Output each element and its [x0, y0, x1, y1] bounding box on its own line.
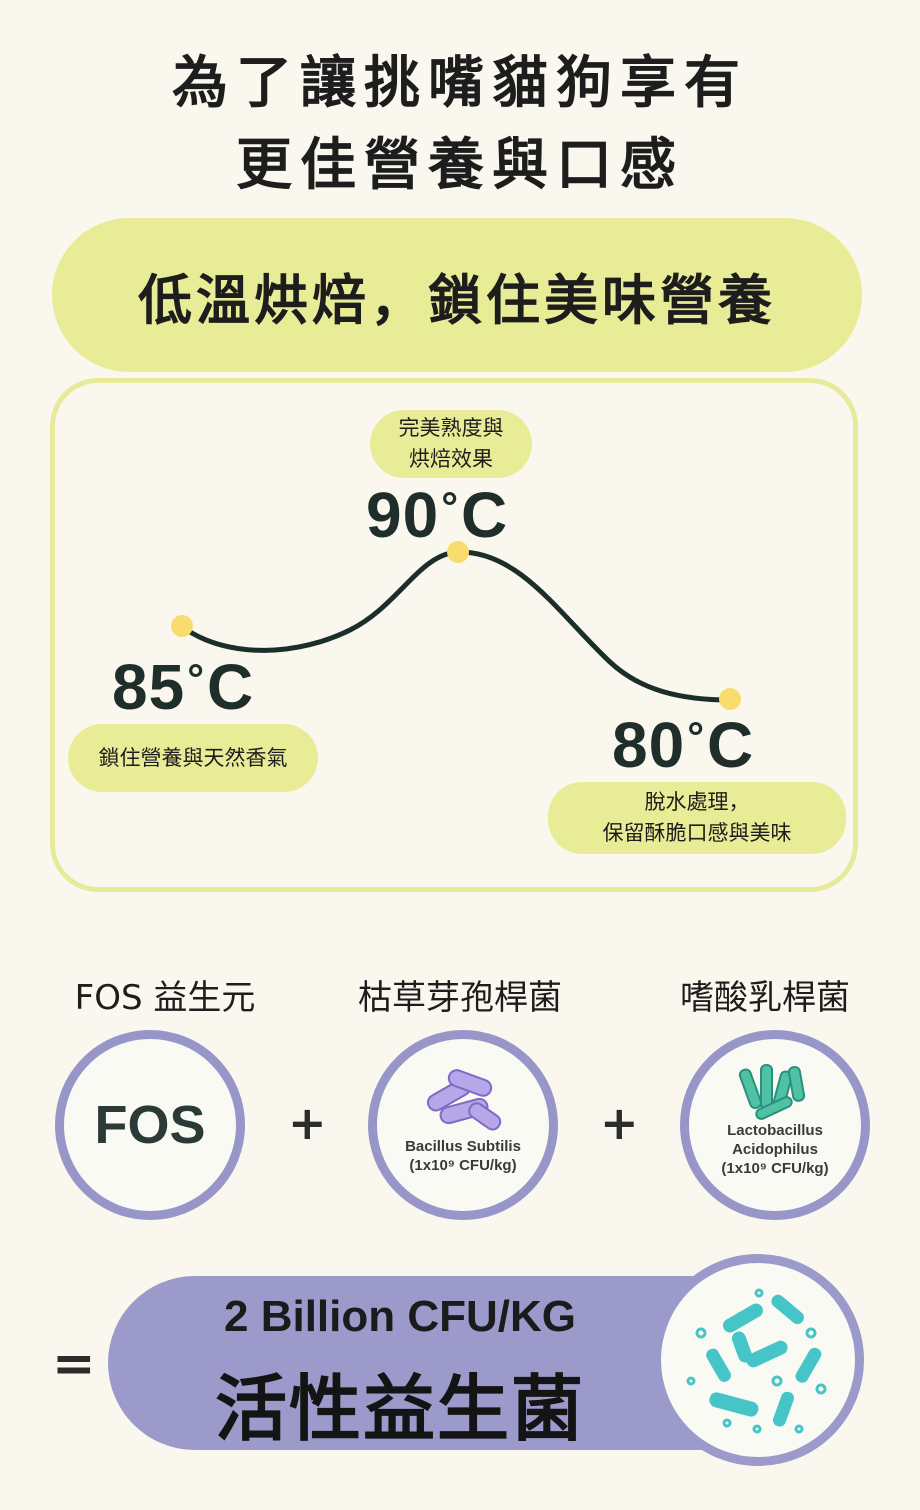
note-90: 完美熟度與 烘焙效果	[370, 410, 532, 478]
note-90-line1: 完美熟度與	[398, 416, 504, 440]
fos-ring: FOS	[55, 1030, 245, 1220]
equals-sign: =	[52, 1334, 96, 1394]
note-80: 脫水處理， 保留酥脆口感與美味	[548, 782, 846, 854]
temperature-curve	[171, 541, 741, 710]
plus-sign-1: +	[288, 1096, 327, 1150]
temp-80: 80°C	[612, 709, 755, 781]
temp-point-90	[447, 541, 469, 563]
result-line-1: 2 Billion CFU/KG	[224, 1292, 576, 1341]
result-line-2: 活性益生菌	[214, 1367, 585, 1451]
note-85-line1: 鎖住營養與天然香氣	[98, 745, 288, 770]
note-90-line2: 烘焙效果	[409, 447, 493, 471]
note-80-line1: 脫水處理，	[644, 790, 750, 814]
plus-sign-2: +	[600, 1096, 639, 1150]
lacto-ring: Lactobacillus Acidophilus (1x10⁹ CFU/kg)	[680, 1030, 870, 1220]
note-85: 鎖住營養與天然香氣	[68, 724, 318, 792]
bacillus-name: Bacillus Subtilis	[405, 1138, 521, 1155]
temp-90: 90°C	[366, 479, 509, 551]
temp-point-85	[171, 615, 193, 637]
label-lacto: 嗜酸乳桿菌	[680, 978, 850, 1018]
bacillus-ring: Bacillus Subtilis (1x10⁹ CFU/kg)	[368, 1030, 558, 1220]
label-fos: FOS 益生元	[74, 978, 256, 1018]
probiotic-bacteria-icon	[686, 1288, 827, 1434]
fos-text: FOS	[94, 1095, 206, 1155]
bacillus-count: (1x10⁹ CFU/kg)	[409, 1157, 517, 1174]
lacto-name-2: Acidophilus	[732, 1140, 818, 1158]
temperature-curve-panel	[50, 378, 858, 892]
bacillus-icon	[427, 1069, 502, 1131]
lactobacillus-icon	[738, 1063, 806, 1120]
title-line-2: 更佳營養與口感	[236, 133, 684, 198]
lacto-name-1: Lactobacillus	[727, 1121, 823, 1139]
lacto-count: (1x10⁹ CFU/kg)	[721, 1159, 829, 1177]
temp-point-80	[719, 688, 741, 710]
label-bacillus: 枯草芽孢桿菌	[358, 978, 562, 1018]
low-temp-baking-banner: 低溫烘焙，鎖住美味營養	[52, 218, 862, 372]
note-80-line2: 保留酥脆口感與美味	[602, 821, 792, 845]
temp-85: 85°C	[112, 651, 255, 723]
probiotic-circle	[652, 1254, 864, 1466]
title-line-1: 為了讓挑嘴貓狗享有	[172, 51, 748, 116]
